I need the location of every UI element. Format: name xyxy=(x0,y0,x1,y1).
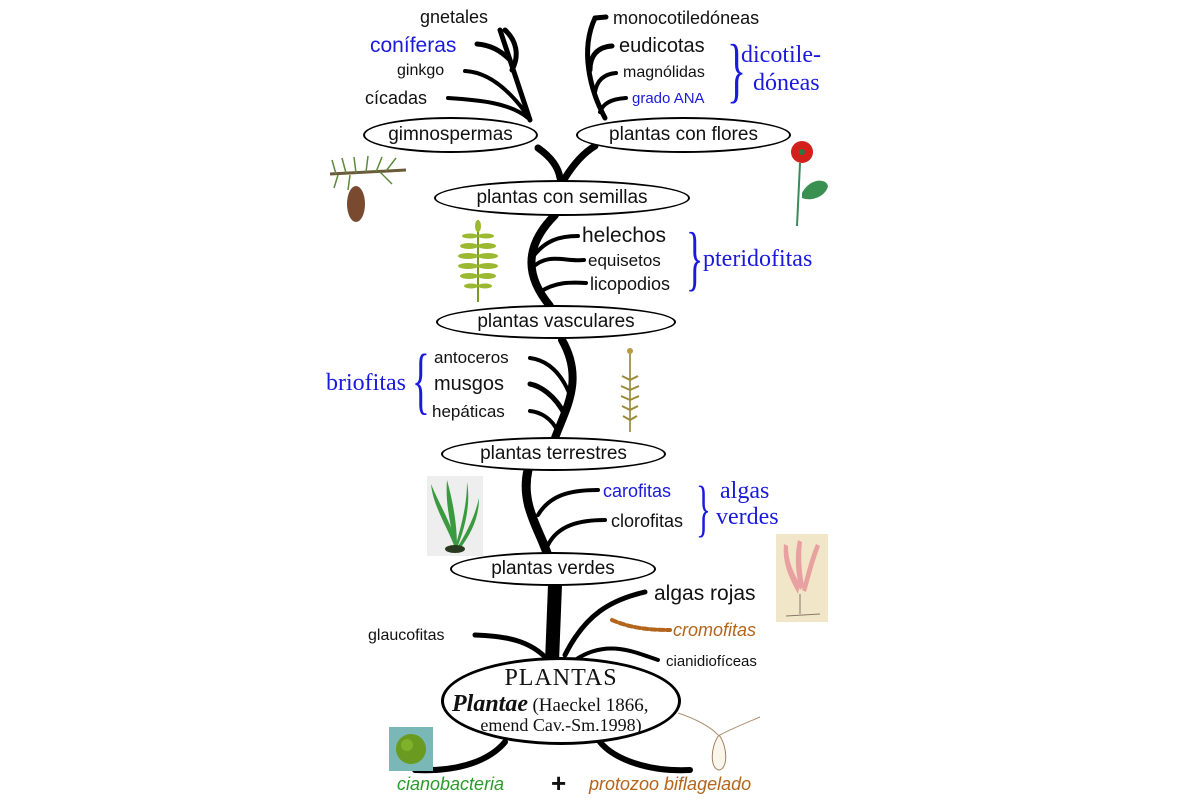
root-authority-2: emend Cav.-Sm.1998) xyxy=(480,715,642,735)
branch-monocot xyxy=(592,14,609,21)
branch-gnetales xyxy=(502,27,519,73)
brace-dicotiledoneas: } xyxy=(727,30,747,110)
node-gimnospermas: gimnospermas xyxy=(363,117,538,153)
label-cianidioficeas: cianidiofíceas xyxy=(666,653,757,670)
trunk-land xyxy=(551,336,577,442)
branch-cromofitas xyxy=(610,618,672,632)
group-algas-verdes-line2: verdes xyxy=(716,504,779,530)
branch-algas-rojas xyxy=(562,589,648,658)
branch-ginkgo xyxy=(463,69,527,114)
node-plantas-con-flores: plantas con flores xyxy=(576,117,791,153)
trunk-green xyxy=(521,465,553,561)
charophyte-alga-icon xyxy=(427,476,483,556)
trunk-seed-right xyxy=(561,142,599,182)
group-briofitas: briofitas xyxy=(326,370,406,396)
node-plantas-con-semillas: plantas con semillas xyxy=(434,180,690,216)
branch-carofitas xyxy=(536,488,600,517)
label-clorofitas: clorofitas xyxy=(611,511,684,531)
trunk-lower xyxy=(545,578,562,669)
fern-frond-icon xyxy=(458,220,498,302)
label-equisetos: equisetos xyxy=(588,251,661,270)
node-plantas-vasculares: plantas vasculares xyxy=(436,305,676,339)
label-eudicotas: eudicotas xyxy=(619,35,705,57)
plus-sign: + xyxy=(551,768,567,798)
poppy-flower-icon xyxy=(791,141,828,227)
branch-musgos xyxy=(527,381,568,418)
label-glaucofitas: glaucofitas xyxy=(368,627,445,644)
branch-cicadas xyxy=(446,96,530,120)
label-musgos: musgos xyxy=(434,373,505,395)
root-branch-right xyxy=(597,739,693,774)
brace-pteridofitas: } xyxy=(686,218,704,298)
branch-gymno-main xyxy=(497,27,533,123)
root-authority-1: (Haeckel 1866, xyxy=(532,695,649,716)
brace-algas-verdes: } xyxy=(696,475,711,543)
branch-hepaticas xyxy=(528,409,560,434)
cyanobacterium-cell-icon xyxy=(389,727,433,771)
branch-glaucofitas xyxy=(472,632,551,663)
label-coniferas: coníferas xyxy=(370,34,457,57)
red-alga-icon xyxy=(776,534,828,622)
group-dicotiledoneas-line1: dicotile- xyxy=(741,42,821,68)
moss-sprig-icon xyxy=(620,348,640,432)
branch-equisetos xyxy=(530,256,586,270)
node-plantas-root: PLANTAS Plantae (Haeckel 1866, emend Cav… xyxy=(441,657,681,745)
group-pteridofitas: pteridofitas xyxy=(703,246,813,272)
branch-antoceros xyxy=(528,356,572,397)
label-hepaticas: hepáticas xyxy=(432,402,505,421)
node-plantas-verdes: plantas verdes xyxy=(450,552,656,586)
group-algas-verdes-line1: algas xyxy=(720,478,770,504)
branch-helechos xyxy=(530,234,580,260)
label-helechos: helechos xyxy=(582,224,667,247)
label-carofitas: carofitas xyxy=(603,481,672,501)
label-grado-ana: grado ANA xyxy=(632,90,705,107)
trunk-seed-left xyxy=(534,144,564,182)
label-monocotiledoneas: monocotiledóneas xyxy=(613,8,760,28)
branch-coniferas xyxy=(474,41,513,63)
pine-branch-icon xyxy=(329,155,407,222)
root-title: PLANTAS xyxy=(504,665,618,691)
brace-briofitas: { xyxy=(412,340,430,422)
label-algas-rojas: algas rojas xyxy=(654,582,756,605)
label-antoceros: antoceros xyxy=(434,348,509,367)
branch-licopodios xyxy=(538,280,588,294)
branch-ana xyxy=(598,96,628,114)
branch-eudicotas xyxy=(587,43,615,73)
label-cromofitas: cromofitas xyxy=(673,620,757,640)
label-gnetales: gnetales xyxy=(420,7,489,27)
label-protozoo-biflagelado: protozoo biflagelado xyxy=(589,774,752,794)
branch-cianidioficeas xyxy=(573,646,660,662)
group-dicotiledoneas-line2: dóneas xyxy=(753,70,820,96)
root-latin-name: Plantae xyxy=(452,691,528,717)
biflagellate-protozoan-icon xyxy=(677,712,761,771)
label-magnolidas: magnólidas xyxy=(623,64,705,81)
branch-magnolidas xyxy=(593,71,618,94)
node-plantas-terrestres: plantas terrestres xyxy=(441,437,666,471)
branch-clorofitas xyxy=(546,518,607,547)
label-ginkgo: ginkgo xyxy=(397,62,445,79)
label-cianobacteria: cianobacteria xyxy=(397,774,505,794)
label-licopodios: licopodios xyxy=(590,274,671,294)
label-cicadas: cícadas xyxy=(365,88,428,108)
